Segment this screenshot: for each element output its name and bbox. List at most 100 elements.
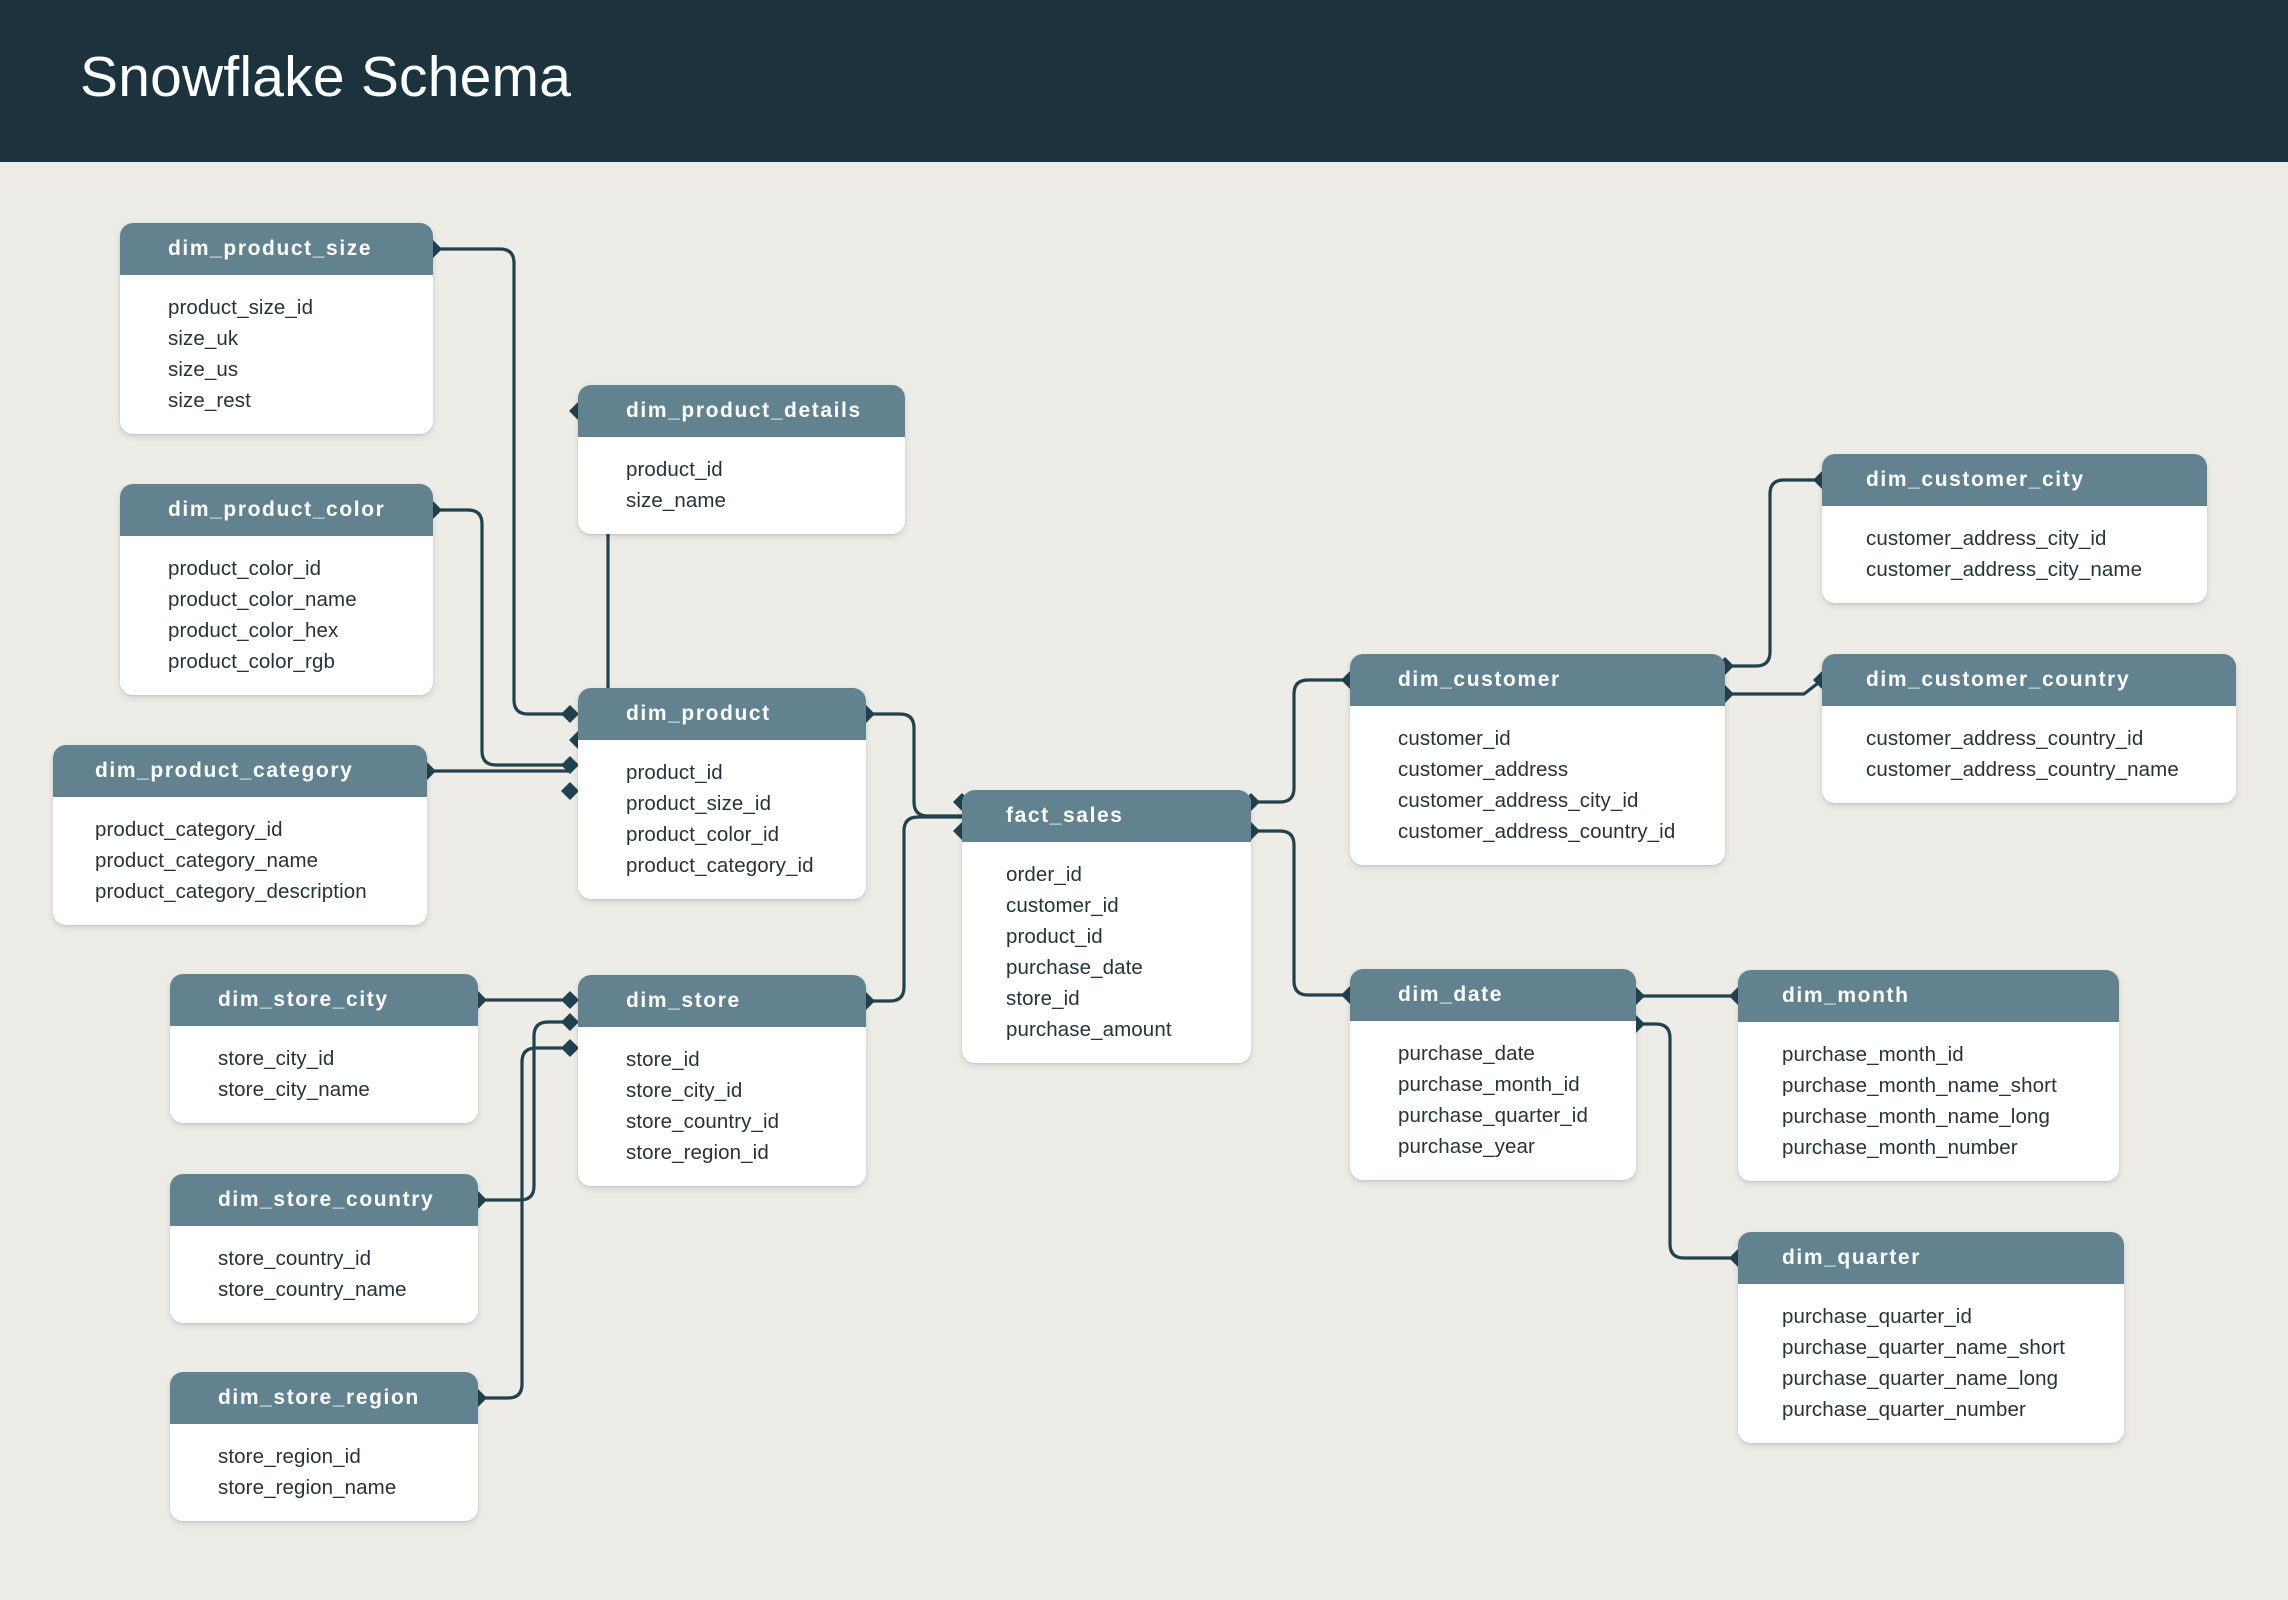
field: product_color_id bbox=[626, 823, 780, 846]
entity-field-list: purchase_date purchase_month_id purchase… bbox=[1350, 1021, 1636, 1180]
entity-field-list: customer_address_city_id customer_addres… bbox=[1822, 506, 2207, 603]
entity-title: fact_sales bbox=[962, 790, 1251, 842]
edge-fact-sales-to-date bbox=[1249, 829, 1352, 997]
entity-title: dim_date bbox=[1350, 969, 1636, 1021]
edge-fact-sales-to-customer bbox=[1249, 678, 1352, 804]
entity-title: dim_product_color bbox=[120, 484, 433, 536]
entity-title: dim_customer bbox=[1350, 654, 1725, 706]
field: product_category_name bbox=[95, 849, 319, 872]
entity-dim-product-color[interactable]: dim_product_color product_color_id produ… bbox=[120, 484, 433, 695]
field: customer_address_country_id bbox=[1398, 820, 1676, 843]
field: size_name bbox=[626, 489, 727, 512]
field: customer_address_city_id bbox=[1866, 527, 2107, 550]
entity-field-list: store_country_id store_country_name bbox=[170, 1226, 478, 1323]
field: purchase_month_id bbox=[1782, 1043, 1964, 1066]
edge-product-size-to-product bbox=[431, 247, 572, 716]
entity-dim-product-size[interactable]: dim_product_size product_size_id size_uk… bbox=[120, 223, 433, 434]
entity-title: dim_store_country bbox=[170, 1174, 478, 1226]
field: purchase_quarter_number bbox=[1782, 1398, 2026, 1421]
entity-field-list: customer_address_country_id customer_add… bbox=[1822, 706, 2236, 803]
field: product_color_rgb bbox=[168, 650, 335, 673]
entity-dim-store[interactable]: dim_store store_id store_city_id store_c… bbox=[578, 975, 866, 1186]
entity-dim-quarter[interactable]: dim_quarter purchase_quarter_id purchase… bbox=[1738, 1232, 2124, 1443]
field: purchase_month_id bbox=[1398, 1073, 1580, 1096]
entity-field-list: purchase_month_id purchase_month_name_sh… bbox=[1738, 1022, 2119, 1181]
field: product_color_hex bbox=[168, 619, 339, 642]
field: product_category_description bbox=[95, 880, 367, 903]
field: product_id bbox=[626, 458, 723, 481]
field: store_city_id bbox=[218, 1047, 335, 1070]
edge-customer-to-customer-city bbox=[1723, 478, 1824, 668]
entity-title: dim_customer_city bbox=[1822, 454, 2207, 506]
field: store_region_id bbox=[626, 1141, 769, 1164]
field: customer_address bbox=[1398, 758, 1569, 781]
entity-dim-store-region[interactable]: dim_store_region store_region_id store_r… bbox=[170, 1372, 478, 1521]
entity-field-list: product_category_id product_category_nam… bbox=[53, 797, 427, 925]
entity-title: dim_store_region bbox=[170, 1372, 478, 1424]
field: product_size_id bbox=[626, 792, 772, 815]
entity-fact-sales[interactable]: fact_sales order_id customer_id product_… bbox=[962, 790, 1251, 1063]
edge-date-to-quarter bbox=[1634, 1022, 1740, 1260]
field: store_city_id bbox=[626, 1079, 743, 1102]
field: product_category_id bbox=[95, 818, 283, 841]
field: store_region_name bbox=[218, 1476, 397, 1499]
entity-field-list: product_size_id size_uk size_us size_res… bbox=[120, 275, 433, 434]
entity-dim-date[interactable]: dim_date purchase_date purchase_month_id… bbox=[1350, 969, 1636, 1180]
entity-field-list: customer_id customer_address customer_ad… bbox=[1350, 706, 1725, 865]
field: product_id bbox=[1006, 925, 1103, 948]
field: purchase_amount bbox=[1006, 1018, 1172, 1041]
entity-dim-customer-country[interactable]: dim_customer_country customer_address_co… bbox=[1822, 654, 2236, 803]
entity-field-list: store_region_id store_region_name bbox=[170, 1424, 478, 1521]
entity-title: dim_product_details bbox=[578, 385, 905, 437]
field: store_region_id bbox=[218, 1445, 361, 1468]
entity-title: dim_quarter bbox=[1738, 1232, 2124, 1284]
field: product_color_id bbox=[168, 557, 322, 580]
entity-field-list: order_id customer_id product_id purchase… bbox=[962, 842, 1251, 1063]
entity-field-list: store_id store_city_id store_country_id … bbox=[578, 1027, 866, 1186]
field: store_id bbox=[626, 1048, 700, 1071]
entity-field-list: purchase_quarter_id purchase_quarter_nam… bbox=[1738, 1284, 2124, 1443]
field: customer_id bbox=[1398, 727, 1511, 750]
edge-product-to-fact-sales bbox=[864, 712, 964, 818]
field: customer_id bbox=[1006, 894, 1119, 917]
field: product_category_id bbox=[626, 854, 814, 877]
entity-dim-product-category[interactable]: dim_product_category product_category_id… bbox=[53, 745, 427, 925]
field: purchase_month_number bbox=[1782, 1136, 2018, 1159]
field: size_rest bbox=[168, 389, 251, 412]
field: purchase_date bbox=[1398, 1042, 1535, 1065]
field: store_id bbox=[1006, 987, 1080, 1010]
entity-dim-product-details[interactable]: dim_product_details product_id size_name bbox=[578, 385, 905, 534]
field: purchase_date bbox=[1006, 956, 1143, 979]
entity-dim-month[interactable]: dim_month purchase_month_id purchase_mon… bbox=[1738, 970, 2119, 1181]
entity-field-list: store_city_id store_city_name bbox=[170, 1026, 478, 1123]
entity-title: dim_product_size bbox=[120, 223, 433, 275]
entity-title: dim_store bbox=[578, 975, 866, 1027]
field: store_city_name bbox=[218, 1078, 370, 1101]
entity-field-list: product_color_id product_color_name prod… bbox=[120, 536, 433, 695]
page-header: Snowflake Schema bbox=[0, 0, 2288, 162]
field: customer_address_city_name bbox=[1866, 558, 2143, 581]
field: order_id bbox=[1006, 863, 1083, 886]
field: product_id bbox=[626, 761, 723, 784]
entity-title: dim_month bbox=[1738, 970, 2119, 1022]
field: product_color_name bbox=[168, 588, 357, 611]
entity-dim-customer[interactable]: dim_customer customer_id customer_addres… bbox=[1350, 654, 1725, 865]
entity-title: dim_product bbox=[578, 688, 866, 740]
field: store_country_id bbox=[218, 1247, 372, 1270]
field: store_country_name bbox=[218, 1278, 407, 1301]
entity-dim-product[interactable]: dim_product product_id product_size_id p… bbox=[578, 688, 866, 899]
field: purchase_year bbox=[1398, 1135, 1535, 1158]
entity-dim-customer-city[interactable]: dim_customer_city customer_address_city_… bbox=[1822, 454, 2207, 603]
edge-store-country-to-store bbox=[476, 1020, 572, 1202]
field: store_country_id bbox=[626, 1110, 780, 1133]
entity-dim-store-country[interactable]: dim_store_country store_country_id store… bbox=[170, 1174, 478, 1323]
entity-dim-store-city[interactable]: dim_store_city store_city_id store_city_… bbox=[170, 974, 478, 1123]
field: size_us bbox=[168, 358, 239, 381]
field: customer_address_country_id bbox=[1866, 727, 2144, 750]
field: size_uk bbox=[168, 327, 239, 350]
edge-product-color-to-product bbox=[431, 508, 572, 767]
entity-title: dim_customer_country bbox=[1822, 654, 2236, 706]
field: customer_address_city_id bbox=[1398, 789, 1639, 812]
entity-field-list: product_id size_name bbox=[578, 437, 905, 534]
